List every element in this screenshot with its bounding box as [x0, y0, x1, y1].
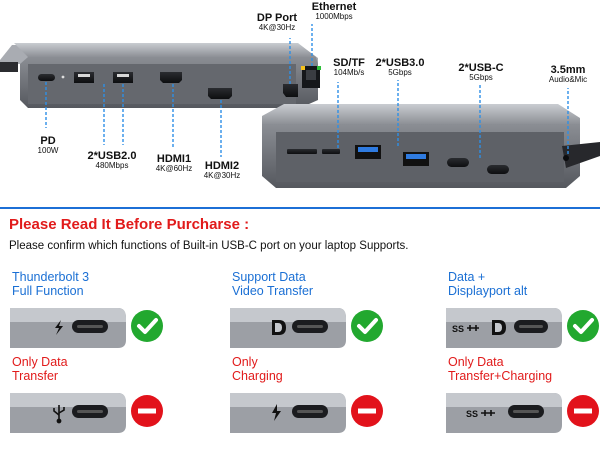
dp-port	[283, 84, 298, 97]
laptop-edge	[230, 393, 346, 433]
no-entry-icon	[131, 395, 163, 427]
check-icon	[567, 310, 599, 342]
audio-jack	[563, 155, 569, 161]
notice-subheading: Please confirm which functions of Built-…	[9, 240, 409, 252]
ethernet-label: Ethernet 1000Mbps	[311, 1, 357, 22]
laptop-edge: SS	[446, 393, 562, 433]
hub-rear	[0, 43, 321, 108]
no-entry-icon	[351, 395, 383, 427]
audio-label: 3.5mm Audio&Mic	[548, 64, 588, 85]
no-entry-icon	[567, 395, 599, 427]
ss-usb-displayport-icon: SS	[452, 320, 506, 335]
charging-icon	[272, 404, 281, 421]
laptop-edge	[10, 393, 126, 433]
dp-label: DP Port 4K@30Hz	[256, 12, 298, 33]
hub-front	[262, 104, 600, 188]
usb-icon	[53, 405, 65, 424]
notice-heading: Please Read It Before Purcharse :	[9, 216, 250, 233]
check-icon	[351, 310, 383, 342]
card-data-displayport: Data +Displayport alt SS	[446, 270, 600, 350]
pd-label: PD 100W	[37, 135, 59, 156]
hdmi2-port	[208, 88, 232, 99]
card-caption: Data +Displayport alt	[448, 270, 528, 298]
usb2-port-1	[74, 72, 94, 83]
tf-slot	[322, 149, 340, 154]
laptop-edge	[10, 308, 126, 348]
svg-text:SS: SS	[466, 409, 478, 419]
check-icon	[131, 310, 163, 342]
usbc-port-2	[487, 165, 509, 174]
usb3-label: 2*USB3.0 5Gbps	[375, 57, 425, 78]
usb2-label: 2*USB2.0 480Mbps	[87, 150, 137, 171]
product-illustration: PD 100W 2*USB2.0 480Mbps HDMI1 4K@60Hz H…	[0, 0, 600, 205]
sdtf-label: SD/TF 104Mb/s	[333, 57, 365, 78]
ss-usb-icon: SS	[466, 409, 495, 419]
laptop-edge: SS	[446, 308, 562, 348]
usbc-label: 2*USB-C 5Gbps	[458, 62, 504, 83]
hdmi1-label: HDMI1 4K@60Hz	[155, 153, 193, 174]
svg-text:SS: SS	[452, 324, 464, 334]
laptop-edge	[230, 308, 346, 348]
usb-c-hub-drawing	[0, 24, 600, 188]
section-divider	[0, 207, 600, 209]
leader-lines	[45, 24, 569, 158]
pd-usbc-port	[38, 74, 55, 81]
displayport-icon	[272, 320, 286, 335]
hdmi2-label: HDMI2 4K@30Hz	[203, 160, 241, 181]
sd-slot	[287, 149, 317, 154]
usbc-port-1	[447, 158, 469, 167]
usb2-port-2	[113, 72, 133, 83]
thunderbolt-icon	[55, 320, 63, 335]
hdmi1-port	[160, 72, 182, 83]
